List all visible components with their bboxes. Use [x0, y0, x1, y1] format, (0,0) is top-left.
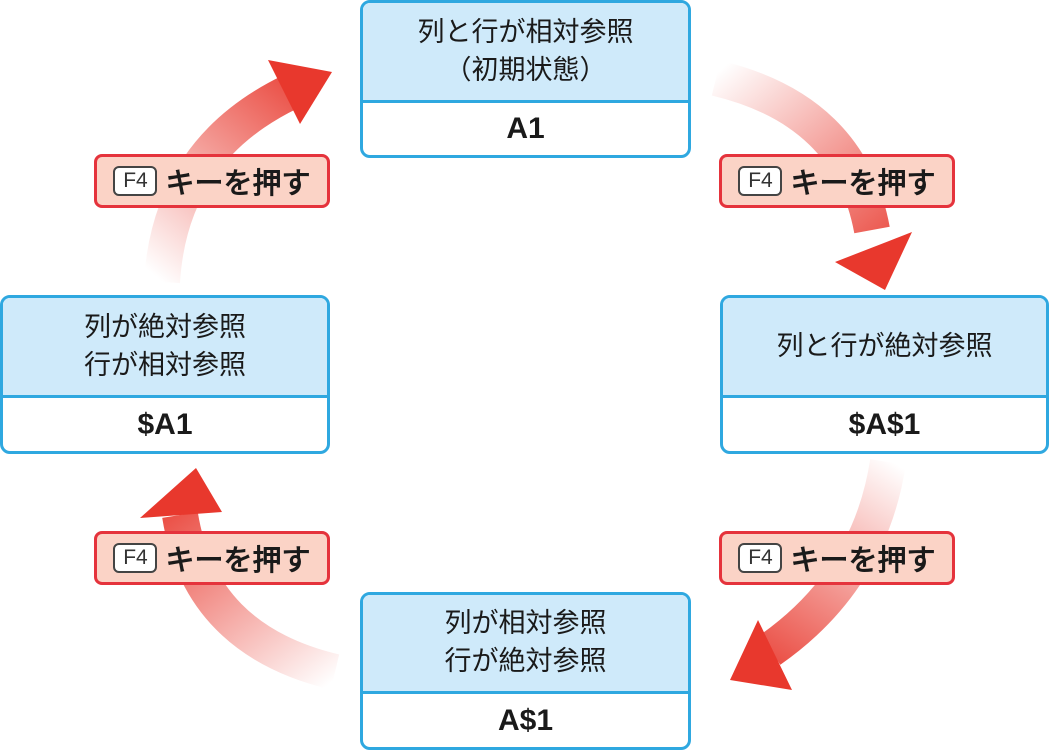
- state-line-1: 列が相対参照: [444, 608, 607, 639]
- state-line-1: 列と行が相対参照: [417, 16, 634, 48]
- transition-text: キーを押す: [790, 543, 936, 577]
- state-box-bottom: 列が相対参照 行が絶対参照 A$1: [360, 592, 691, 750]
- state-box-left: 列が絶対参照 行が相対参照 $A1: [0, 295, 330, 454]
- state-description: 列が絶対参照 行が相対参照: [3, 298, 327, 398]
- f4-key-icon: F4: [113, 166, 158, 196]
- state-line-1: 列と行が絶対参照: [776, 330, 993, 362]
- state-box-top: 列と行が相対参照 （初期状態） A1: [360, 0, 691, 158]
- state-line-2: 行が相対参照: [84, 349, 246, 381]
- transition-text: キーを押す: [165, 166, 311, 200]
- cell-reference-text: $A$1: [848, 407, 921, 441]
- transition-label-left-top: F4 キーを押す: [94, 154, 330, 208]
- cell-reference-text: A$1: [497, 703, 554, 737]
- f4-key-icon: F4: [738, 166, 783, 196]
- state-line-2: （初期状態）: [444, 54, 607, 86]
- cell-reference: A$1: [363, 694, 688, 747]
- state-box-right: 列と行が絶対参照 $A$1: [720, 295, 1049, 454]
- state-line-1: 列が絶対参照: [84, 311, 246, 343]
- f4-key-icon: F4: [738, 543, 783, 573]
- cell-reference: $A$1: [723, 398, 1046, 451]
- transition-label-bottom-left: F4 キーを押す: [94, 531, 330, 585]
- f4-key-icon: F4: [113, 543, 158, 573]
- transition-text: キーを押す: [790, 166, 936, 200]
- state-description: 列と行が絶対参照: [723, 298, 1046, 398]
- cell-reference-text: $A1: [137, 407, 193, 441]
- cell-reference: A1: [363, 103, 688, 155]
- state-description: 列が相対参照 行が絶対参照: [363, 595, 688, 694]
- state-description: 列と行が相対参照 （初期状態）: [363, 3, 688, 103]
- state-line-2: 行が絶対参照: [444, 646, 607, 677]
- transition-label-right-bottom: F4 キーを押す: [719, 531, 955, 585]
- cell-reference: $A1: [3, 398, 327, 451]
- cell-reference-text: A1: [506, 112, 545, 145]
- transition-text: キーを押す: [165, 543, 311, 577]
- transition-label-top-right: F4 キーを押す: [719, 154, 955, 208]
